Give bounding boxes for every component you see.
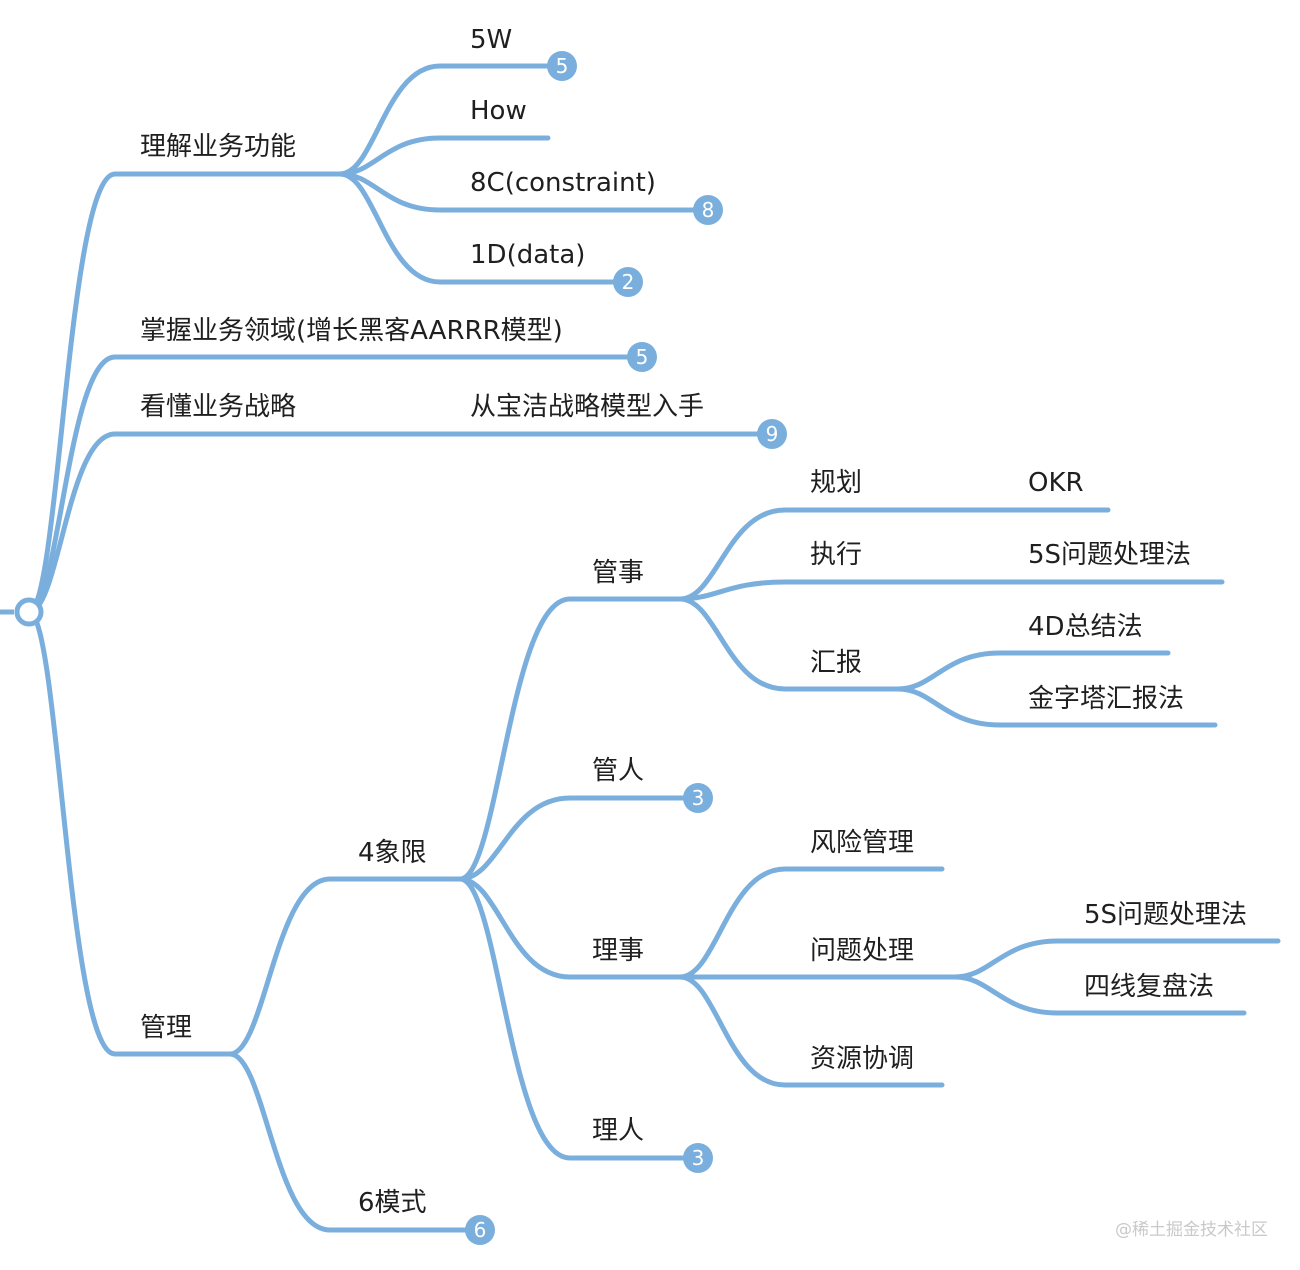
badge-six-modes[interactable]: 6 xyxy=(465,1215,495,1245)
link-wt-sx xyxy=(952,974,1247,1016)
node-5s-method-b[interactable]: 5S问题处理法 xyxy=(1084,900,1247,930)
node-four-line-review[interactable]: 四线复盘法 xyxy=(1084,972,1214,1002)
link-lishi-zy xyxy=(677,974,945,1088)
node-resource-coordination[interactable]: 资源协调 xyxy=(810,1044,914,1074)
badge-master-domain[interactable]: 5 xyxy=(627,342,657,372)
link-root-kandong xyxy=(26,431,773,615)
link-guanshi-huibao xyxy=(677,596,901,692)
link-lishi-fx xyxy=(677,866,945,980)
link-wt-5s xyxy=(952,938,1281,980)
badge-5w[interactable]: 5 xyxy=(547,51,577,81)
node-master-business-domain[interactable]: 掌握业务领域(增长黑客AARRR模型) xyxy=(140,316,563,346)
badge-handle-people-count: 3 xyxy=(692,1146,705,1170)
root-node[interactable] xyxy=(0,597,44,627)
node-execution[interactable]: 执行 xyxy=(810,540,862,570)
badge-8c-count: 8 xyxy=(702,198,715,222)
link-lijie-1d xyxy=(337,171,631,285)
link-guanshi-zhixing xyxy=(677,579,901,602)
badge-manage-people-count: 3 xyxy=(692,786,705,810)
link-guanli-6m xyxy=(227,1051,483,1233)
link-lijie-5w xyxy=(337,63,565,177)
link-4x-guanren xyxy=(457,795,701,882)
link-4x-guanshi xyxy=(457,596,683,882)
link-huibao-4d xyxy=(895,650,1171,692)
node-1d-data[interactable]: 1D(data) xyxy=(470,240,585,270)
node-5w[interactable]: 5W xyxy=(470,25,512,55)
node-8c-constraint[interactable]: 8C(constraint) xyxy=(470,168,656,198)
badge-strategy[interactable]: 9 xyxy=(757,419,787,449)
node-six-modes[interactable]: 6模式 xyxy=(358,1188,427,1218)
link-4x-lishi xyxy=(457,876,683,980)
badge-1d[interactable]: 2 xyxy=(613,267,643,297)
node-management[interactable]: 管理 xyxy=(140,1013,192,1043)
node-planning[interactable]: 规划 xyxy=(810,468,862,498)
badge-8c[interactable]: 8 xyxy=(693,195,723,225)
node-manage-affairs[interactable]: 管事 xyxy=(592,558,644,588)
badge-5w-count: 5 xyxy=(556,54,569,78)
node-4d-summary[interactable]: 4D总结法 xyxy=(1028,612,1143,642)
node-handle-affairs[interactable]: 理事 xyxy=(592,936,644,966)
node-okr[interactable]: OKR xyxy=(1028,468,1084,498)
node-risk-management[interactable]: 风险管理 xyxy=(810,828,914,858)
watermark: @稀土掘金技术社区 xyxy=(1115,1220,1268,1240)
link-root-lijie xyxy=(26,171,343,615)
link-guanshi-guihua xyxy=(677,507,901,602)
badge-six-modes-count: 6 xyxy=(474,1218,487,1242)
node-understand-business-function[interactable]: 理解业务功能 xyxy=(140,132,296,162)
node-handle-people[interactable]: 理人 xyxy=(592,1116,644,1146)
badge-manage-people[interactable]: 3 xyxy=(683,783,713,813)
badge-handle-people[interactable]: 3 xyxy=(683,1143,713,1173)
node-manage-people[interactable]: 管人 xyxy=(592,756,644,786)
node-pg-strategy-model[interactable]: 从宝洁战略模型入手 xyxy=(470,392,704,422)
node-labels: 5W How 8C(constraint) 1D(data) 理解业务功能 掌握… xyxy=(140,25,1247,1218)
node-pyramid-report[interactable]: 金字塔汇报法 xyxy=(1028,684,1184,714)
link-lijie-how xyxy=(337,135,551,177)
link-guanli-4x xyxy=(227,876,463,1057)
badge-strategy-count: 9 xyxy=(766,422,779,446)
node-how[interactable]: How xyxy=(470,96,527,126)
link-root-guanli xyxy=(26,609,233,1057)
node-problem-handling[interactable]: 问题处理 xyxy=(810,936,914,966)
node-four-quadrants[interactable]: 4象限 xyxy=(358,838,427,868)
badge-master-domain-count: 5 xyxy=(636,345,649,369)
link-4x-liren xyxy=(457,876,701,1161)
node-5s-method-a[interactable]: 5S问题处理法 xyxy=(1028,540,1191,570)
link-huibao-jzt xyxy=(895,686,1218,728)
count-badges: 5 8 2 5 9 3 3 6 xyxy=(465,51,787,1245)
node-report[interactable]: 汇报 xyxy=(810,648,862,678)
badge-1d-count: 2 xyxy=(622,270,635,294)
node-understand-business-strategy[interactable]: 看懂业务战略 xyxy=(140,392,296,422)
